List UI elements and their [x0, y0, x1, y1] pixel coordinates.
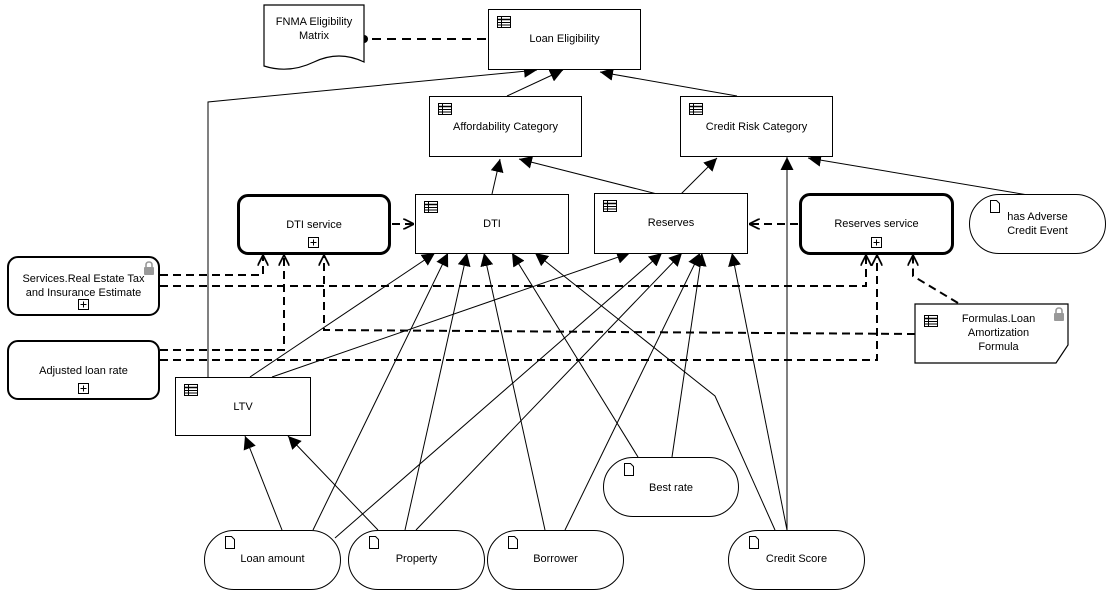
- input-label: Loan amount: [240, 553, 305, 565]
- decision-service-reserves[interactable]: Reserves service: [799, 193, 954, 255]
- input-label: Borrower: [533, 553, 578, 565]
- req-borrower-to-dti: [480, 252, 546, 531]
- document-icon: [990, 200, 1000, 213]
- knowledge-source-shape: [263, 4, 365, 70]
- table-icon: [438, 103, 452, 115]
- input-borrower[interactable]: Borrower: [487, 530, 624, 590]
- knowledge-source-fnma[interactable]: FNMA Eligibility Matrix: [263, 4, 365, 74]
- document-icon: [749, 536, 759, 549]
- decision-affordability-category[interactable]: Affordability Category: [429, 96, 582, 157]
- service-label: Reserves service: [834, 218, 919, 230]
- input-best-rate[interactable]: Best rate: [603, 457, 739, 517]
- knowledge-realestate-to-reservesservice: [160, 255, 866, 287]
- decision-label: LTV: [233, 401, 253, 413]
- decision-credit-risk-category[interactable]: Credit Risk Category: [680, 96, 833, 157]
- document-icon: [225, 536, 235, 549]
- knowledge-source-label: Formulas.Loan Amortization Formula: [961, 313, 1036, 353]
- table-icon: [497, 16, 511, 28]
- service-label: DTI service: [286, 219, 342, 231]
- bkm-real-estate-tax-estimate[interactable]: Services.Real Estate Tax and Insurance E…: [7, 256, 160, 316]
- req-loanamount-to-reserves: [334, 252, 663, 539]
- table-icon: [689, 103, 703, 115]
- decision-label: Credit Risk Category: [705, 121, 808, 133]
- input-label: Best rate: [648, 482, 694, 494]
- knowledge-source-formulas[interactable]: Formulas.Loan Amortization Formula: [914, 303, 1069, 364]
- decision-label: Loan Eligibility: [529, 33, 600, 45]
- req-property-to-dti: [404, 252, 471, 531]
- req-affordability-to-loan: [506, 69, 564, 97]
- input-label: Property: [395, 553, 438, 565]
- input-credit-score[interactable]: Credit Score: [728, 530, 865, 590]
- req-creditrisk-to-loan: [599, 67, 738, 97]
- req-bestrate-to-reserves: [671, 252, 707, 458]
- expand-plus-icon[interactable]: [870, 237, 882, 248]
- req-reserves-to-affordability: [518, 155, 658, 195]
- input-loan-amount[interactable]: Loan amount: [204, 530, 341, 590]
- decision-loan-eligibility[interactable]: Loan Eligibility: [488, 9, 641, 70]
- req-ltv-to-loan: [207, 64, 538, 377]
- req-reserves-to-creditrisk: [680, 157, 718, 195]
- req-ltv-to-dti: [249, 252, 436, 378]
- decision-label: Affordability Category: [453, 121, 558, 133]
- lock-icon: [144, 261, 154, 275]
- knowledge-adjusted-to-dtiservice: [160, 255, 284, 351]
- req-property-to-reserves: [415, 252, 683, 531]
- expand-plus-icon[interactable]: [77, 383, 89, 394]
- knowledge-source-shape: [914, 303, 1069, 364]
- req-bestrate-to-dti: [511, 252, 639, 458]
- req-dti-to-affordability: [490, 158, 504, 195]
- bkm-label: Adjusted loan rate: [39, 365, 128, 377]
- table-icon: [184, 384, 198, 396]
- knowledge-formulas-to-dtiservice: [324, 255, 916, 335]
- bkm-label: Services.Real Estate Tax and Insurance E…: [22, 273, 145, 299]
- expand-plus-icon[interactable]: [77, 299, 89, 310]
- table-icon: [424, 201, 438, 213]
- bkm-adjusted-loan-rate[interactable]: Adjusted loan rate: [7, 340, 160, 400]
- req-creditscore-to-dti: [534, 252, 776, 531]
- input-property[interactable]: Property: [348, 530, 485, 590]
- knowledge-source-label: FNMA Eligibility Matrix: [275, 16, 353, 42]
- req-loanamount-to-dti: [312, 252, 449, 531]
- document-icon: [369, 536, 379, 549]
- decision-ltv[interactable]: LTV: [175, 377, 311, 436]
- knowledge-formulas-to-reservesservice: [913, 255, 959, 304]
- decision-label: DTI: [483, 218, 501, 230]
- req-borrower-to-reserves: [564, 252, 701, 531]
- req-loanamount-to-ltv: [243, 435, 283, 531]
- req-adverse-to-creditrisk: [807, 153, 1035, 197]
- decision-label: Reserves: [647, 217, 695, 229]
- decision-service-dti[interactable]: DTI service: [237, 194, 391, 255]
- input-label: Credit Score: [765, 553, 828, 565]
- knowledge-realestate-to-dtiservice: [160, 255, 263, 276]
- req-ltv-to-reserves: [271, 251, 631, 378]
- req-property-to-ltv: [287, 435, 379, 531]
- document-icon: [508, 536, 518, 549]
- table-icon: [924, 315, 938, 327]
- decision-dti[interactable]: DTI: [415, 194, 569, 254]
- input-label: has Adverse Credit Event: [1007, 211, 1068, 237]
- knowledge-adjusted-to-reservesservice: [160, 255, 877, 361]
- expand-plus-icon[interactable]: [308, 237, 319, 248]
- input-has-adverse-credit-event[interactable]: has Adverse Credit Event: [969, 194, 1106, 254]
- lock-icon: [1054, 307, 1064, 321]
- table-icon: [603, 200, 617, 212]
- decision-reserves[interactable]: Reserves: [594, 193, 748, 254]
- document-icon: [624, 463, 634, 476]
- req-creditscore-to-reserves: [728, 252, 788, 531]
